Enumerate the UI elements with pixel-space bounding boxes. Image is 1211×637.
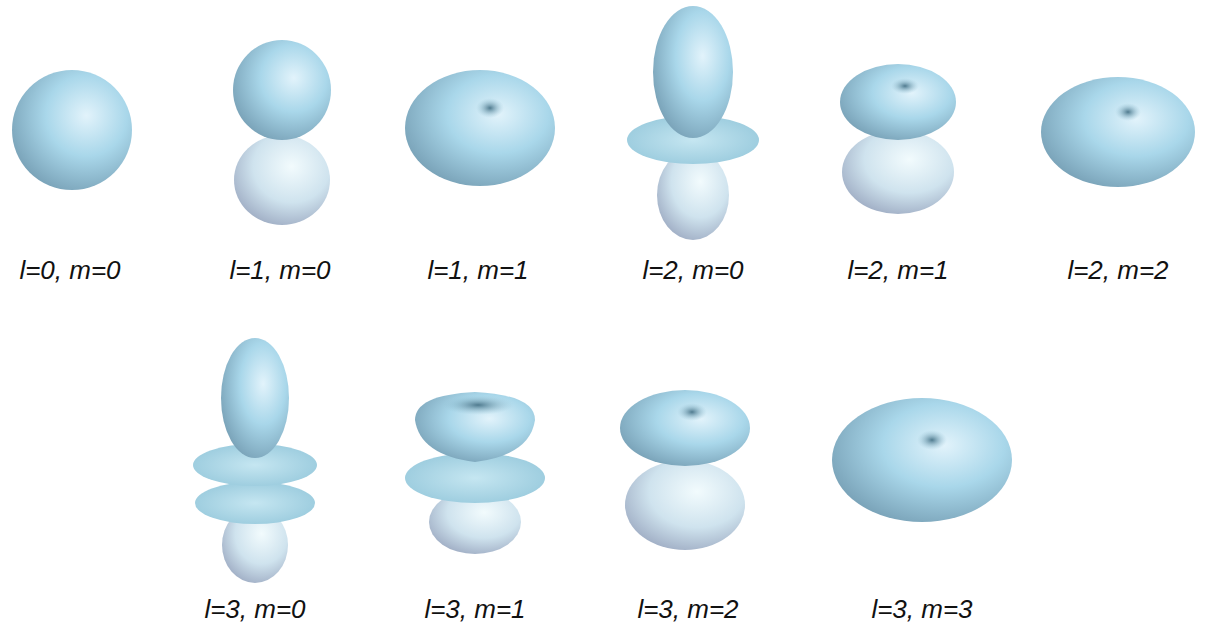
torus-hole bbox=[1115, 103, 1141, 121]
upper-lobe bbox=[653, 6, 733, 138]
shape-l3-m1 bbox=[405, 392, 545, 554]
shape-l1-m1 bbox=[405, 70, 555, 186]
shape-l3-m3 bbox=[832, 398, 1012, 522]
torus-hole bbox=[476, 98, 504, 118]
torus-hole bbox=[677, 403, 707, 421]
shape-l2-m2 bbox=[1041, 77, 1195, 187]
torus bbox=[832, 398, 1012, 522]
upper-torus bbox=[620, 390, 750, 466]
shape-l0-m0 bbox=[12, 70, 132, 190]
harmonic-label: l=3, m=3 bbox=[871, 595, 972, 624]
harmonic-label: l=2, m=0 bbox=[642, 256, 743, 285]
upper-torus bbox=[840, 64, 956, 140]
harmonic-label: l=0, m=0 bbox=[19, 256, 120, 285]
harmonic-label: l=1, m=1 bbox=[427, 256, 528, 285]
lower-lobe bbox=[842, 130, 954, 214]
harmonic-label: l=3, m=2 bbox=[637, 595, 738, 624]
shape-l2-m1 bbox=[840, 64, 956, 214]
harmonic-label: l=1, m=0 bbox=[229, 256, 330, 285]
torus bbox=[405, 70, 555, 186]
bowl-inside bbox=[442, 395, 514, 415]
shape-l3-m0 bbox=[193, 338, 317, 583]
lower-ring bbox=[195, 482, 315, 524]
upper-lobe bbox=[233, 40, 331, 140]
bowl bbox=[415, 392, 535, 462]
harmonic-label: l=3, m=1 bbox=[424, 595, 525, 624]
shape-l3-m2 bbox=[620, 390, 750, 550]
shape-l2-m0 bbox=[627, 6, 759, 240]
torus-hole bbox=[917, 430, 947, 450]
harmonic-label: l=3, m=0 bbox=[204, 595, 305, 624]
torus-hole bbox=[891, 78, 919, 94]
sphere bbox=[12, 70, 132, 190]
harmonic-label: l=2, m=1 bbox=[847, 256, 948, 285]
harmonic-label: l=2, m=2 bbox=[1067, 256, 1168, 285]
upper-lobe bbox=[221, 338, 289, 458]
lower-lobe bbox=[234, 135, 330, 225]
torus bbox=[1041, 77, 1195, 187]
shape-l1-m0 bbox=[233, 40, 331, 225]
lower-lobe bbox=[625, 460, 745, 550]
